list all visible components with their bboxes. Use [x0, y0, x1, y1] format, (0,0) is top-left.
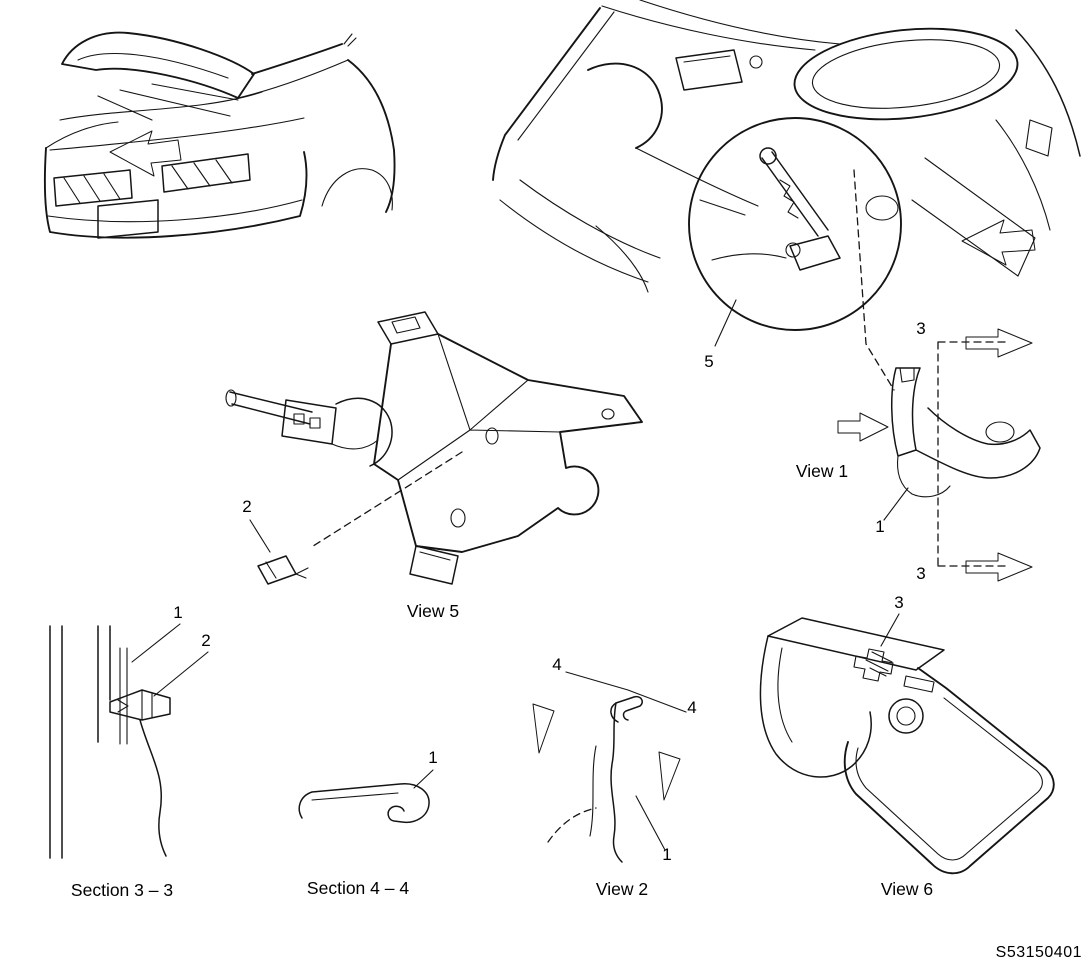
figure-id: S53150401 [995, 944, 1082, 961]
car-rear-illustration [43, 31, 396, 239]
view5-caption: View 5 [406, 601, 460, 621]
callout-5: 5 [704, 352, 714, 371]
callout-sec33-1: 1 [173, 603, 183, 622]
view2-detail-illustration [532, 671, 687, 863]
view5-bracket-illustration [225, 311, 643, 585]
section44-caption: Section 4 – 4 [306, 878, 410, 898]
callout-sec44-1: 1 [428, 748, 438, 767]
view2-caption: View 2 [595, 879, 649, 899]
section44-illustration [298, 769, 434, 824]
view6-caption: View 6 [880, 879, 934, 899]
callout-view6-3: 3 [894, 593, 904, 612]
trunk-interior-illustration [492, 0, 1081, 391]
callout-view1-3-top: 3 [916, 319, 926, 338]
callout-view2-1: 1 [662, 845, 672, 864]
section33-caption: Section 3 – 3 [70, 880, 174, 900]
callout-view1-1: 1 [875, 517, 885, 536]
view1-caption: View 1 [795, 461, 849, 481]
callout-sec33-2: 2 [201, 631, 211, 650]
callout-view2-4-left: 4 [552, 655, 562, 674]
view6-panel-illustration [759, 613, 1055, 875]
callout-view5-2: 2 [242, 497, 252, 516]
section33-illustration [49, 623, 209, 859]
callout-view2-4-right: 4 [687, 698, 697, 717]
callout-view1-3-bottom: 3 [916, 564, 926, 583]
view1-detail-illustration [837, 328, 1041, 582]
